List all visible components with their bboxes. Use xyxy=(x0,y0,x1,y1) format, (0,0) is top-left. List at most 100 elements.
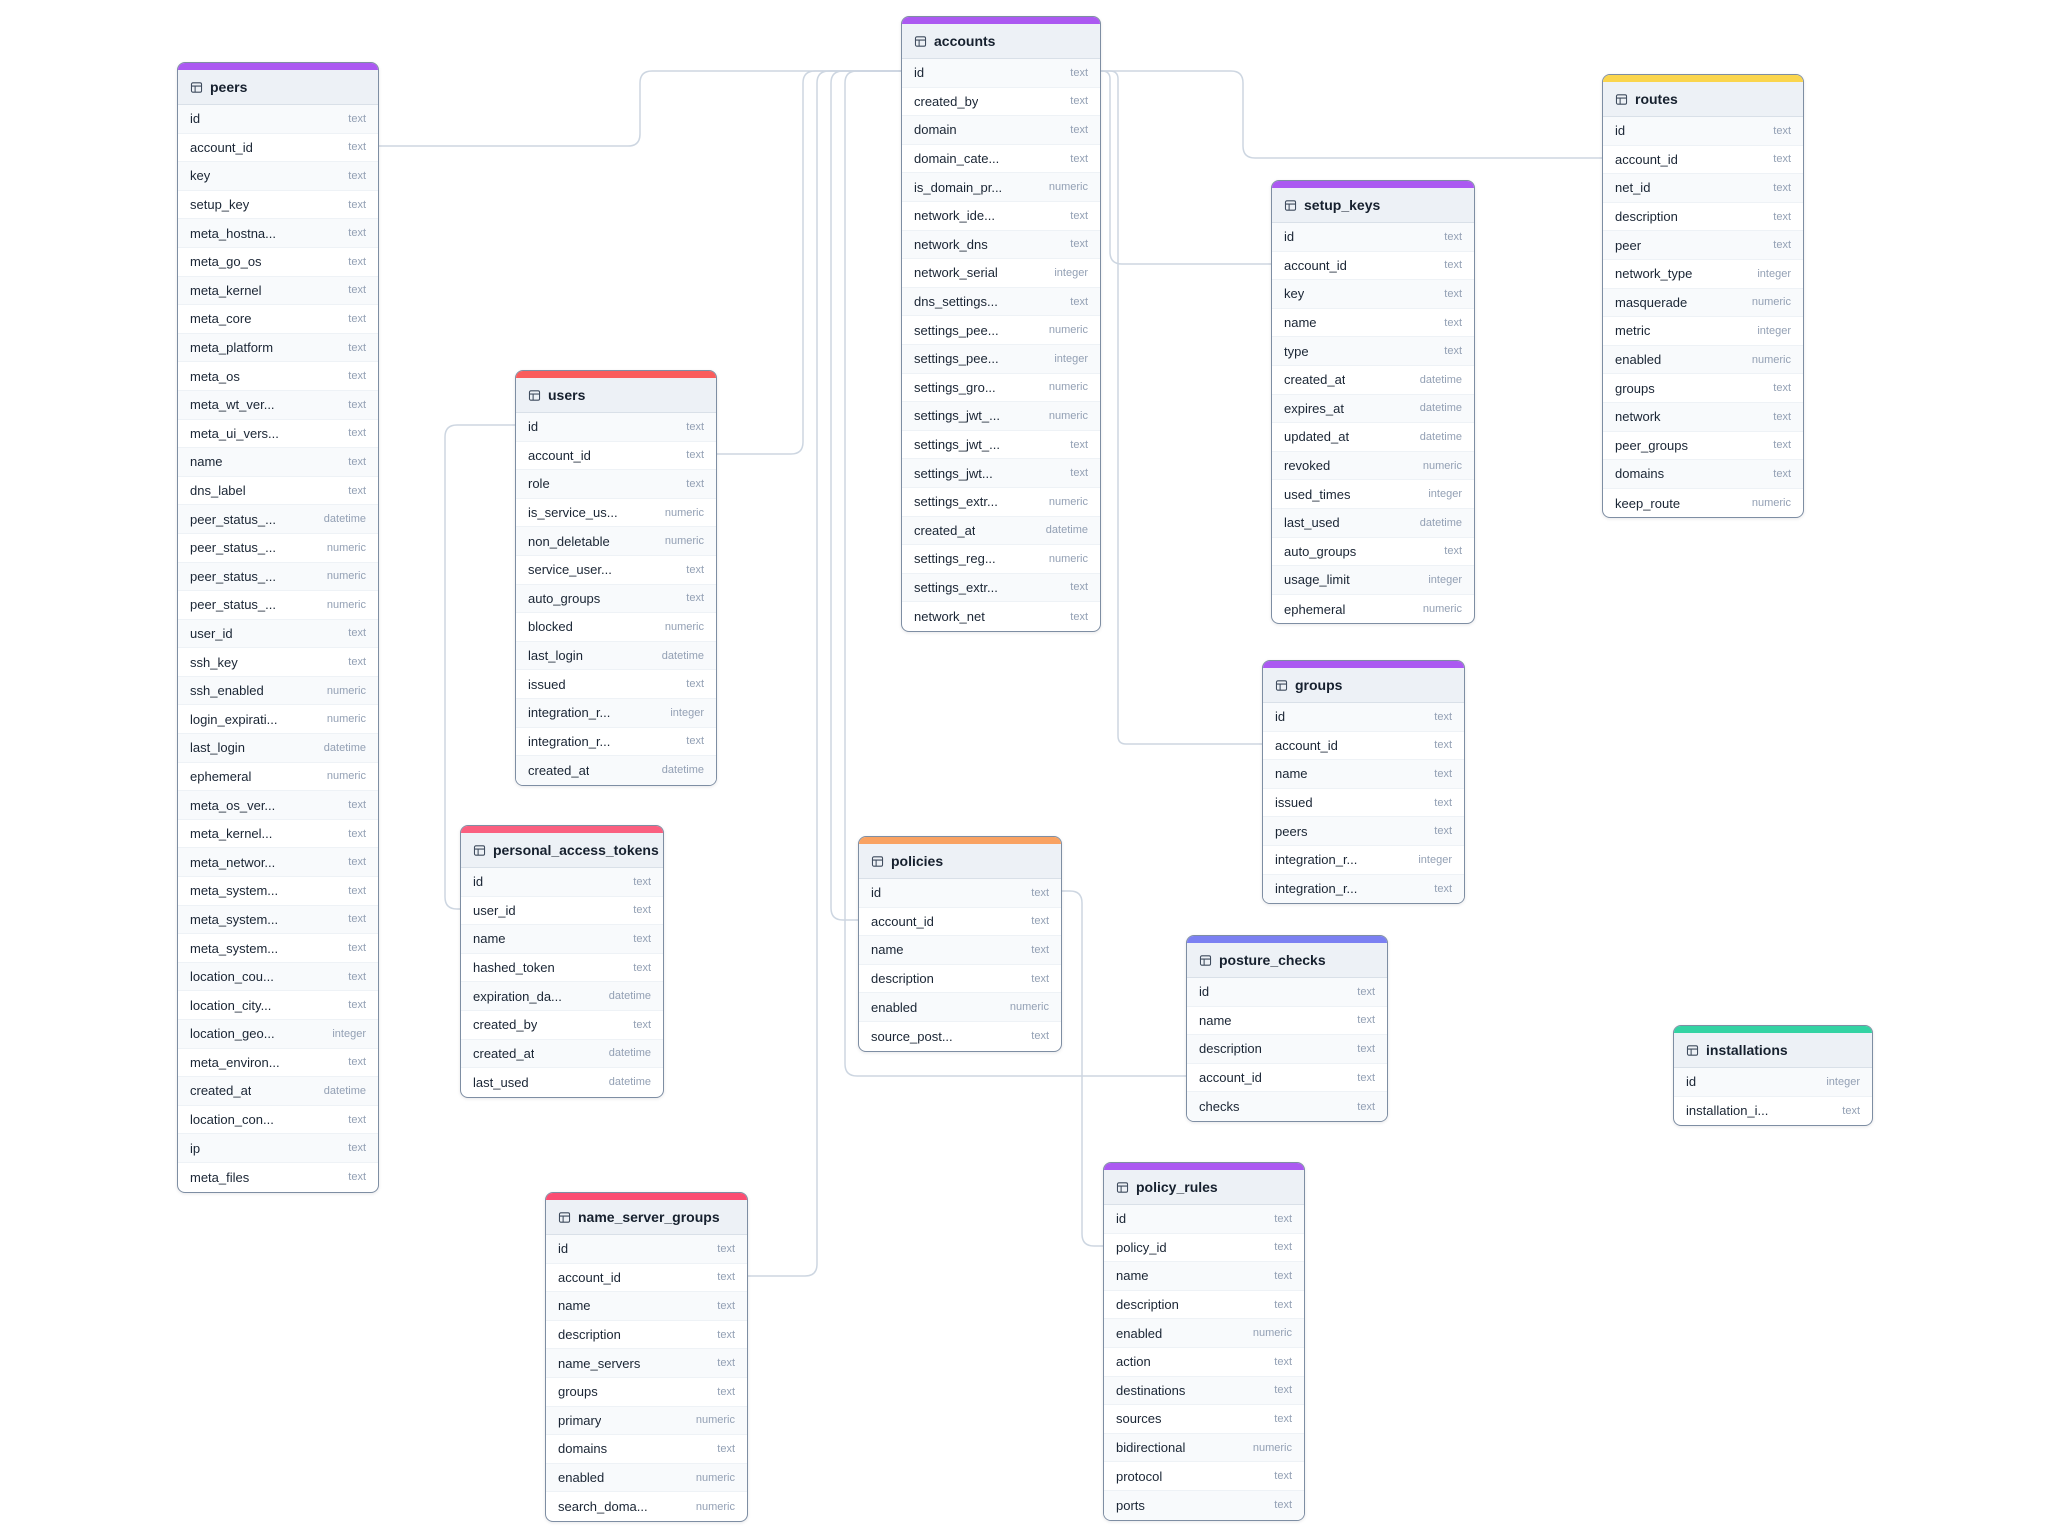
field-name: meta_os_ver... xyxy=(190,797,276,813)
field-name: meta_platform xyxy=(190,340,274,356)
field-type: text xyxy=(348,1171,366,1184)
field-type: text xyxy=(1773,239,1791,252)
field-type: text xyxy=(1274,1269,1292,1282)
table-header[interactable]: setup_keys xyxy=(1272,188,1474,223)
table-accent-bar xyxy=(1272,181,1474,188)
field-name: created_at xyxy=(528,762,590,778)
field-name: meta_wt_ver... xyxy=(190,397,275,413)
field-name: user_id xyxy=(473,902,516,918)
table-header[interactable]: groups xyxy=(1263,668,1464,703)
field-type: text xyxy=(1434,710,1452,723)
field-row: search_doma...numeric xyxy=(546,1492,747,1521)
table-header[interactable]: personal_access_tokens xyxy=(461,833,663,868)
table-header[interactable]: policy_rules xyxy=(1104,1170,1304,1205)
field-type: integer xyxy=(1054,352,1088,365)
table-header[interactable]: installations xyxy=(1674,1033,1872,1068)
field-row: location_geo...integer xyxy=(178,1020,378,1049)
field-type: datetime xyxy=(1419,430,1462,443)
table-header[interactable]: posture_checks xyxy=(1187,943,1387,978)
table-accent-bar xyxy=(178,63,378,70)
field-type: text xyxy=(717,1242,735,1255)
field-row: user_id text xyxy=(461,897,663,926)
field-row: installation_i...text xyxy=(1674,1097,1872,1126)
field-type: text xyxy=(633,904,651,917)
field-name: last_used xyxy=(1284,515,1340,531)
field-type: text xyxy=(1444,545,1462,558)
field-name: ssh_key xyxy=(190,654,238,670)
field-type: text xyxy=(348,198,366,211)
field-row: settings_jwt...text xyxy=(902,459,1100,488)
field-row: id text xyxy=(1263,703,1464,732)
connector-policies-accounts xyxy=(830,70,902,921)
table-name: accounts xyxy=(934,33,996,49)
field-type: text xyxy=(1031,915,1049,928)
field-type: text xyxy=(348,141,366,154)
field-type: text xyxy=(686,678,704,691)
field-name: enabled xyxy=(1116,1325,1163,1341)
table-header[interactable]: routes xyxy=(1603,82,1803,117)
field-name: integration_r... xyxy=(528,733,611,749)
field-name: name_servers xyxy=(558,1355,641,1371)
field-type: text xyxy=(633,875,651,888)
table-header[interactable]: policies xyxy=(859,844,1061,879)
field-type: text xyxy=(1434,882,1452,895)
field-type: numeric xyxy=(664,506,704,519)
field-type: text xyxy=(348,169,366,182)
field-type: text xyxy=(686,563,704,576)
field-name: dns_label xyxy=(190,483,246,499)
field-type: text xyxy=(717,1328,735,1341)
field-name: id xyxy=(1275,709,1286,725)
field-name: enabled xyxy=(871,999,918,1015)
table-header[interactable]: users xyxy=(516,378,716,413)
table-header[interactable]: name_server_groups xyxy=(546,1200,747,1235)
field-type: text xyxy=(1070,152,1088,165)
field-row: domain_cate...text xyxy=(902,145,1100,174)
field-name: network_serial xyxy=(914,265,998,281)
field-name: domains xyxy=(558,1441,608,1457)
table-name: peers xyxy=(210,79,248,95)
field-type: integer xyxy=(670,706,704,719)
field-row: meta_system...text xyxy=(178,934,378,963)
field-type: text xyxy=(1444,287,1462,300)
field-type: numeric xyxy=(1048,409,1088,422)
field-name: last_login xyxy=(528,648,583,664)
table-name: policies xyxy=(891,853,944,869)
field-name: name xyxy=(1275,766,1308,782)
field-type: numeric xyxy=(664,535,704,548)
field-type: numeric xyxy=(695,1471,735,1484)
field-name: sources xyxy=(1116,1411,1162,1427)
table-accent-bar xyxy=(1674,1026,1872,1033)
table-header[interactable]: accounts xyxy=(902,24,1100,59)
table-header[interactable]: peers xyxy=(178,70,378,105)
field-type: integer xyxy=(1757,267,1791,280)
field-type: text xyxy=(686,735,704,748)
field-name: meta_system... xyxy=(190,883,279,899)
